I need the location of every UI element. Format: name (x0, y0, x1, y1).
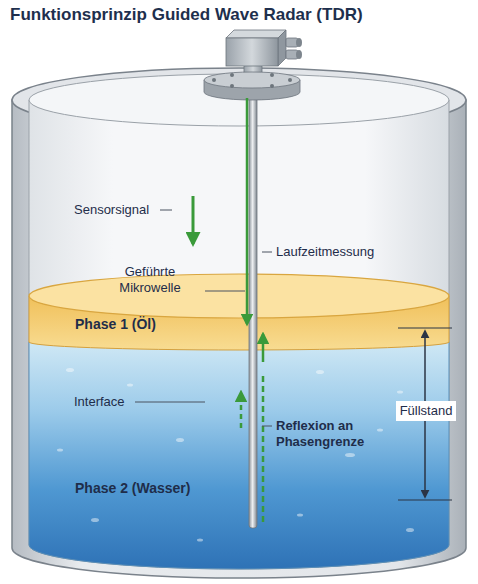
phase-label: Phase 2 (Wasser) (75, 480, 190, 496)
phase-label: Phase 1 (Öl) (75, 316, 156, 332)
tank-interior (29, 100, 449, 569)
sensor-head (204, 30, 302, 100)
sensor-signal-arrow (192, 196, 195, 244)
diagram-title: Funktionsprinzip Guided Wave Radar (TDR) (10, 5, 363, 25)
signal-label: Sensorsignal (74, 202, 149, 218)
interface-label: Interface (74, 394, 125, 410)
band-outline (29, 338, 449, 568)
tank-wall (12, 100, 466, 578)
water-phase-band: Phase 2 (Wasser) (29, 338, 449, 568)
signal-label: Laufzeitmessung (276, 244, 374, 260)
oil-phase-band: Phase 1 (Öl) (29, 272, 449, 352)
band-outline (29, 272, 449, 352)
level-label: Füllstand (396, 401, 456, 421)
signal-label: Geführte Mikrowelle (95, 264, 205, 296)
tank-opening (29, 74, 449, 126)
reflection-label: Reflexion an Phasengrenze (276, 418, 388, 450)
